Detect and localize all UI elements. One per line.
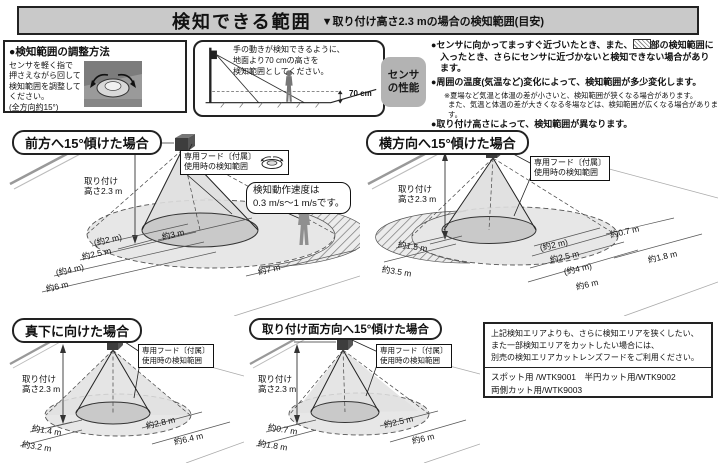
hand-height-box: 手の動きが検知できるように、 地面より70 cmの高さを 検知範囲としてください… <box>193 40 385 117</box>
hatched-detection-area <box>255 203 360 268</box>
mount-height-label: 取り付け 高さ2.3 m <box>84 176 123 197</box>
page-title: 検知できる範囲 <box>172 11 312 32</box>
performance-bullet-1: ●センサに向かってまっすぐ近づいたとき、また、部の検知範囲に入ったとき、さらにセ… <box>431 39 714 74</box>
panel-title-wall: 取り付け面方向へ15°傾けた場合 <box>249 318 442 340</box>
panel-title-down: 真下に向けた場合 <box>12 318 143 343</box>
detection-speed-note: 検知動作速度は 0.3 m/s〜1 m/sです。 <box>246 182 352 214</box>
hatched-area-chip <box>632 39 651 49</box>
hood-icon <box>260 156 284 170</box>
adjustment-method-box: ●検知範囲の調整方法 センサを軽く指で 押さえながら回して 検知範囲を調整して … <box>3 40 187 113</box>
panel-wall-tilt: 取り付け面方向へ15°傾けた場合 取り付け 高さ2.3 m 専用フード〔付属〕 … <box>246 318 480 463</box>
sensor-performance-tab: センサ の性能 <box>381 57 426 107</box>
side-tilt-diagram <box>367 142 718 316</box>
hand-height-text: 手の動きが検知できるように、 地面より70 cmの高さを 検知範囲としてください… <box>233 45 345 76</box>
sensor-unit <box>107 338 118 350</box>
hood-range-label: 専用フード〔付属〕 使用時の検知範囲 <box>138 344 214 368</box>
height-70cm-label: 70 cm <box>349 89 372 98</box>
sensor-rotation-image <box>83 61 142 107</box>
accessory-hood-description: 上記検知エリアよりも、さらに検知エリアを狭くしたい、 また一部検知エリアをカット… <box>485 324 711 368</box>
mount-height-label: 取り付け 高さ2.3 m <box>258 374 297 395</box>
person-figure <box>285 70 293 102</box>
hatched-detection-area <box>375 210 471 264</box>
panel-title-side: 横方向へ15°傾けた場合 <box>366 130 529 155</box>
accessory-hood-box: 上記検知エリアよりも、さらに検知エリアを狭くしたい、 また一部検知エリアをカット… <box>483 322 713 398</box>
hood-range-label: 専用フード〔付属〕 使用時の検知範囲 <box>180 150 289 175</box>
front-tilt-diagram <box>9 134 360 316</box>
page-subtitle: ▼取り付け高さ2.3 mの場合の検知範囲(目安) <box>321 15 544 28</box>
performance-bullet-2: ●周囲の温度(気温など)変化によって、検知範囲が多少変化します。 <box>431 77 702 88</box>
adjustment-method-title: ●検知範囲の調整方法 <box>9 46 110 58</box>
page-header: 検知できる範囲 ▼取り付け高さ2.3 mの場合の検知範囲(目安) <box>17 6 699 35</box>
mount-height-label: 取り付け 高さ2.3 m <box>22 374 61 395</box>
panel-side-tilt: 横方向へ15°傾けた場合 取り付け 高さ2.3 m 専用フード〔付属〕 使用時の… <box>362 130 718 316</box>
mount-height-label: 取り付け 高さ2.3 m <box>398 184 437 205</box>
sensor-unit <box>175 138 188 151</box>
performance-bullet-3: ●取り付け高さによって、検知範囲が異なります。 <box>431 119 633 130</box>
wall-tilt-diagram <box>249 331 480 463</box>
panel-straight-down: 真下に向けた場合 取り付け 高さ2.3 m 専用フード〔付属〕 使用時の検知範囲… <box>6 318 244 463</box>
adjustment-method-text: センサを軽く指で 押さえながら回して 検知範囲を調整して ください。 (全方向約… <box>9 61 81 112</box>
sensor-unit <box>337 338 348 350</box>
sensor-performance-notes: ●センサに向かってまっすぐ近づいたとき、また、部の検知範囲に入ったとき、さらにセ… <box>431 39 718 133</box>
hood-range-label: 専用フード〔付属〕 使用時の検知範囲 <box>376 344 452 368</box>
performance-bullet-2-note1: ※夏場など気温と体温の差が小さいと、検知範囲が狭くなる場合があります。 <box>444 90 698 100</box>
hood-range-label: 専用フード〔付属〕 使用時の検知範囲 <box>530 156 610 181</box>
panel-title-front: 前方へ15°傾けた場合 <box>12 130 162 155</box>
panel-front-tilt: 前方へ15°傾けた場合 取り付け 高さ2.3 m 専用フード〔付属〕 使用時の検… <box>6 130 360 316</box>
accessory-model-numbers: スポット用 /WTK9001 半円カット用/WTK9002 両側カット用/WTK… <box>491 372 676 396</box>
performance-bullet-2-note2: また、気温と体温の差が大きくなる冬場などは、検知範囲が広くなる場合があります。 <box>448 100 718 119</box>
hand-height-diagram <box>205 47 377 108</box>
